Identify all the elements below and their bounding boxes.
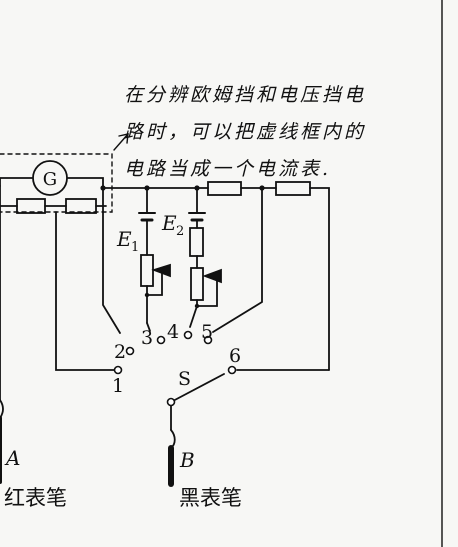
black-probe-caption: 黑表笔 bbox=[179, 486, 242, 510]
junction-dot bbox=[259, 185, 265, 191]
e2-rheostat bbox=[190, 267, 204, 301]
probe-a-wire bbox=[0, 399, 4, 419]
terminal-3-contact bbox=[146, 322, 151, 332]
series-resistor-1 bbox=[207, 181, 242, 196]
top-bus-right-to-terminal-6 bbox=[309, 187, 330, 371]
annotation-arrowhead bbox=[118, 133, 129, 144]
e1-rheostat-wiper bbox=[146, 269, 163, 296]
galvanometer-right-wire bbox=[67, 177, 104, 189]
galvanometer-symbol bbox=[32, 160, 68, 196]
probe-b-letter: B bbox=[179, 448, 195, 472]
e2-to-terminal-4-wire bbox=[189, 305, 198, 328]
terminal-2-contact[interactable] bbox=[125, 346, 135, 356]
terminal-1-label: 1 bbox=[112, 375, 124, 397]
e2-fixed-resistor bbox=[189, 227, 204, 257]
selector-pivot bbox=[166, 397, 176, 407]
junction-dot bbox=[100, 185, 106, 191]
e1-wiper-arrow bbox=[151, 263, 171, 278]
terminal-3-dot[interactable] bbox=[156, 335, 166, 345]
junction-dot bbox=[144, 185, 150, 191]
wire-to-terminal-1 bbox=[55, 211, 116, 371]
selector-switch-arm[interactable] bbox=[170, 373, 225, 403]
e2-rheostat-wiper bbox=[196, 275, 218, 307]
e1-rheostat bbox=[140, 254, 154, 287]
terminal-3-label: 3 bbox=[141, 327, 153, 349]
annotation-line-2: 路时，可以把虚线框内的 bbox=[124, 121, 367, 143]
annotation-line-3: 电路当成一个电流表. bbox=[124, 158, 332, 180]
e2-label: E bbox=[161, 211, 177, 235]
junction-dot bbox=[194, 185, 200, 191]
shunt-resistor-2 bbox=[65, 198, 97, 214]
terminal-5-label: 5 bbox=[201, 321, 213, 343]
annotation-line-1: 在分辨欧姆挡和电压挡电 bbox=[124, 84, 367, 106]
e2-wiper-arrow bbox=[202, 268, 222, 284]
terminal-6-contact[interactable] bbox=[227, 365, 237, 375]
e1-label: E bbox=[116, 227, 132, 251]
galvanometer-left-wire bbox=[0, 177, 33, 187]
terminal-4-label: 4 bbox=[167, 321, 179, 343]
terminal-5-contact[interactable] bbox=[203, 335, 213, 345]
series-resistor-2 bbox=[275, 181, 311, 196]
terminal-6-label: 6 bbox=[229, 345, 241, 367]
galvanometer-label: G bbox=[43, 169, 57, 190]
e1-subscript: 1 bbox=[131, 240, 139, 255]
annotation-pointer-line bbox=[113, 133, 129, 151]
shunt-resistor-1 bbox=[16, 198, 46, 214]
e2-subscript: 2 bbox=[176, 224, 184, 239]
junction-dot bbox=[144, 292, 150, 298]
junction-dot bbox=[194, 303, 200, 309]
probe-a-letter: A bbox=[4, 446, 20, 470]
wire-to-terminal-2 bbox=[102, 187, 121, 334]
wire-to-terminal-5 bbox=[212, 187, 263, 333]
terminal-2-label: 2 bbox=[114, 341, 126, 363]
selector-label: S bbox=[178, 368, 191, 390]
terminal-1-contact[interactable] bbox=[113, 365, 123, 375]
terminal-4-contact[interactable] bbox=[183, 330, 193, 340]
red-probe-caption: 红表笔 bbox=[4, 486, 67, 510]
